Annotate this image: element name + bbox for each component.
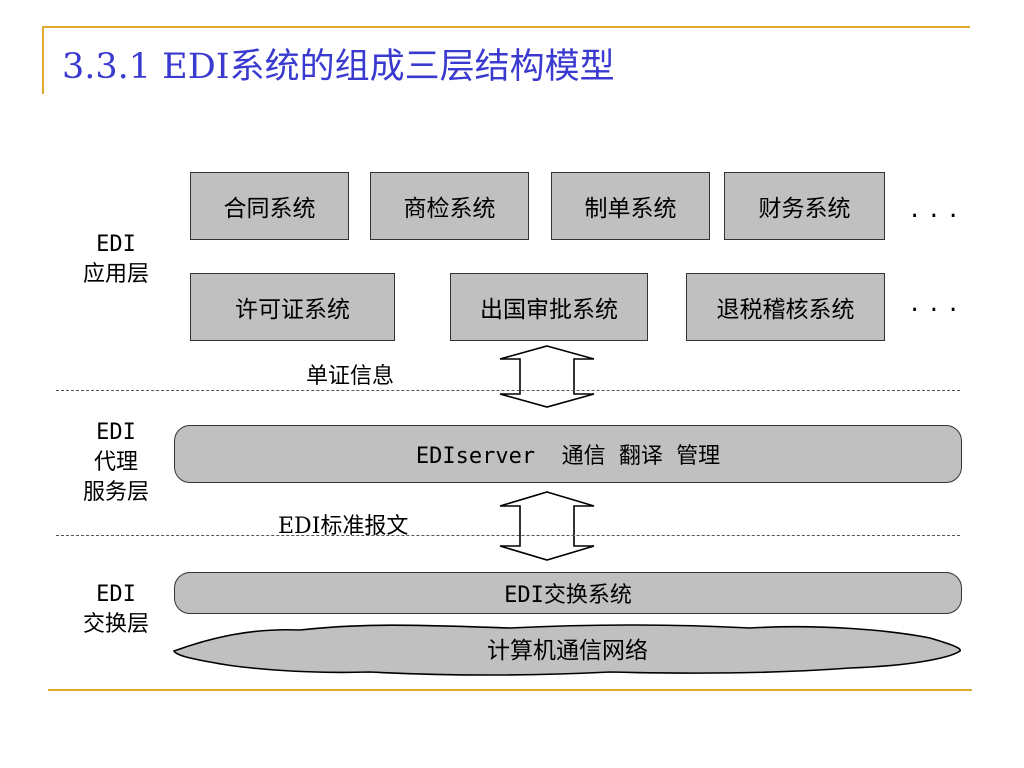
- app-system-box: 制单系统: [551, 172, 710, 240]
- flow-label-standard-message: EDI标准报文: [278, 514, 409, 539]
- layer-label-application-line1: EDI: [96, 232, 136, 257]
- layer-label-service-line3: 服务层: [82, 480, 149, 505]
- more-systems-ellipsis: ...: [908, 198, 966, 223]
- edi-server-bar: EDIserver 通信 翻译 管理: [174, 425, 962, 483]
- layer-label-exchange: EDI 交换层: [64, 580, 168, 640]
- app-system-box: 许可证系统: [190, 273, 395, 341]
- double-arrow-icon: [499, 345, 595, 408]
- network-cloud-shape: [172, 624, 961, 676]
- edi-exchange-bar: EDI交换系统: [174, 572, 962, 614]
- layer-label-exchange-line2: 交换层: [82, 612, 149, 637]
- double-arrow-icon: [499, 491, 595, 561]
- layer-label-application: EDI 应用层: [64, 230, 168, 290]
- more-systems-ellipsis: ...: [908, 292, 966, 317]
- layer-label-service-line1: EDI: [96, 420, 136, 445]
- footer-accent-line: [48, 689, 972, 691]
- network-label: 计算机通信网络: [487, 638, 648, 664]
- layer-label-application-line2: 应用层: [82, 262, 149, 287]
- app-system-box: 财务系统: [724, 172, 885, 240]
- layer-divider-lower: [56, 535, 960, 536]
- layer-label-service: EDI 代理 服务层: [64, 418, 168, 508]
- layer-label-service-line2: 代理: [93, 450, 138, 475]
- app-system-box: 退税稽核系统: [686, 273, 885, 341]
- flow-label-documents: 单证信息: [306, 364, 395, 389]
- title-accent-vertical-line: [42, 26, 44, 94]
- layer-label-exchange-line1: EDI: [96, 582, 136, 607]
- layer-divider-upper: [56, 390, 960, 391]
- app-system-box: 商检系统: [370, 172, 529, 240]
- slide-title: 3.3.1 EDI系统的组成三层结构模型: [62, 47, 615, 87]
- title-accent-horizontal-line: [42, 26, 970, 28]
- app-system-box: 合同系统: [190, 172, 349, 240]
- app-system-box: 出国审批系统: [450, 273, 648, 341]
